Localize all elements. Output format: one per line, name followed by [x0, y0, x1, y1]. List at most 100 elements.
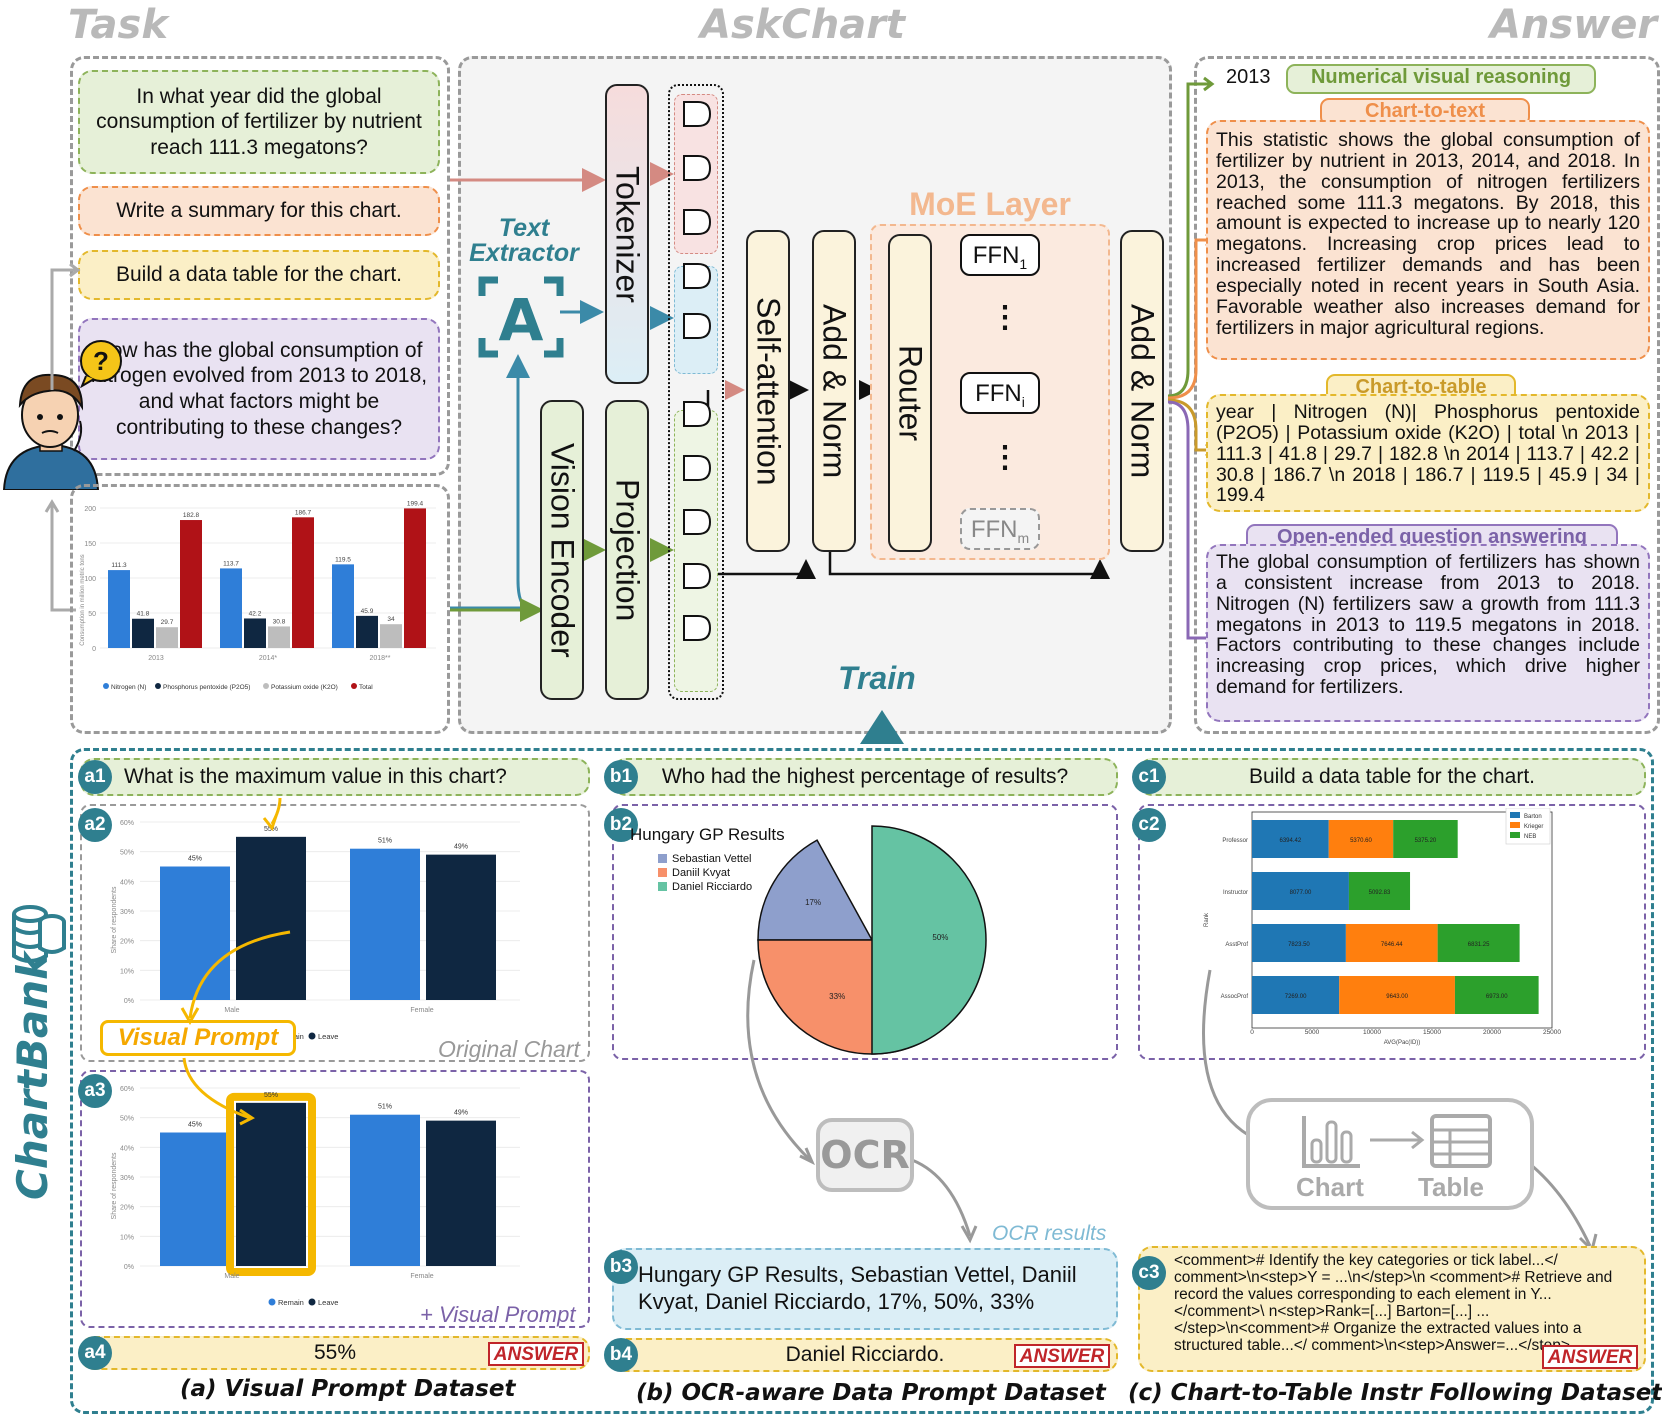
- hbar-frame: [1251, 811, 1553, 1029]
- pie-legend-0: Sebastian Vettel: [672, 853, 752, 865]
- a2-original-chart-panel: [80, 804, 590, 1062]
- a2-chart-xtick-0: Male: [224, 1007, 239, 1014]
- c2-badge: c2: [1132, 808, 1166, 842]
- token-5: [683, 401, 712, 427]
- task-chart-legend-dot-3: [351, 683, 357, 689]
- pie-legend-1: Daniil Kvyat: [672, 867, 730, 879]
- task-chart-value-0-0: 111.3: [111, 562, 127, 569]
- hbar-value-3-1: 9643.00: [1386, 994, 1408, 1000]
- a3-chart-value-1-1: 49%: [454, 1110, 468, 1117]
- pie-legend-2: Daniel Ricciardo: [672, 881, 752, 893]
- svg-text:A: A: [499, 286, 544, 354]
- numerical-visual-reasoning-label: Numerical visual reasoning: [1286, 64, 1596, 94]
- task-chart-bar-2-2: [380, 624, 402, 648]
- a3-chart-ytick-1: 10%: [120, 1234, 134, 1241]
- a2-chart-xtick-1: Female: [410, 1007, 433, 1014]
- b3-ocr-results: Hungary GP Results, Sebastian Vettel, Da…: [612, 1248, 1118, 1330]
- a4-answer: 55%: [80, 1336, 590, 1370]
- plus-visual-prompt-label: + Visual Prompt: [420, 1302, 576, 1327]
- task-chart-bar-1-3: [292, 517, 314, 648]
- token-column: [668, 84, 724, 700]
- hbar-value-3-0: 7269.00: [1285, 994, 1307, 1000]
- hbar-bar-0-2: [1393, 820, 1458, 858]
- task-chart-legend-0: Nitrogen (N): [111, 684, 146, 691]
- hbar-value-2-0: 7823.50: [1288, 942, 1310, 948]
- a2-chart-ytick-3: 30%: [120, 909, 134, 916]
- b4-answer-tag: ANSWER: [1014, 1344, 1110, 1368]
- a3-visual-prompt-chart-panel: [80, 1070, 590, 1328]
- hbar-bar-0-1: [1328, 820, 1394, 858]
- router-block: Router: [888, 234, 932, 552]
- hbar-bar-2-1: [1345, 924, 1438, 962]
- hbar-xtick-5: 25000: [1543, 1029, 1561, 1036]
- a2-chart-bar-1-0: [350, 848, 420, 1000]
- task-chart-bar-0-0: [108, 570, 130, 648]
- a3-chart-xtick-0: Male: [224, 1273, 239, 1280]
- pie-legend-swatch-0: [658, 854, 667, 863]
- hbar-bar-2-2: [1437, 924, 1520, 962]
- projection-block: Projection: [605, 400, 649, 700]
- b1-badge: b1: [604, 760, 638, 794]
- chart-word: Chart: [1296, 1172, 1364, 1202]
- router-label: Router: [892, 344, 929, 442]
- a2-chart-ytick-2: 20%: [120, 939, 134, 946]
- a4-badge: a4: [78, 1336, 112, 1370]
- task-chart-value-0-1: 41.8: [137, 611, 150, 618]
- chartbank-title: ChartBank: [8, 951, 57, 1200]
- hbar-bar-3-1: [1339, 976, 1455, 1014]
- a3-chart-legend-1: Leave: [318, 1298, 338, 1307]
- a3-chart-bar-0-1: [236, 1102, 306, 1266]
- survey-bar-chart-original: Share of respondents0%10%20%30%40%50%60%…: [111, 820, 520, 1041]
- hbar-xtick-0: 0: [1250, 1029, 1254, 1036]
- hbar-xlabel: AVG(Pac(ID)): [1384, 1040, 1421, 1046]
- task-question-open: How has the global consumption of nitrog…: [78, 318, 440, 460]
- fertilizer-bar-chart: Consumption in million metric tons050100…: [80, 500, 436, 691]
- answer-numerical-value: 2013: [1226, 66, 1271, 88]
- user-avatar-icon: [2, 373, 100, 490]
- task-chart-xtick-1: 2014*: [259, 655, 278, 662]
- a3-chart-bar-0-0: [160, 1132, 230, 1266]
- task-chart-ytick-3: 150: [84, 541, 96, 548]
- task-chart-xtick-2: 2018**: [369, 655, 390, 662]
- token-2: [683, 209, 712, 235]
- token-1: [683, 155, 712, 181]
- hbar-ylabel: Rank: [1204, 912, 1210, 927]
- hbar-legend-swatch-2: [1510, 832, 1520, 838]
- open-ended-answer: The global consumption of fertilizers ha…: [1206, 544, 1650, 722]
- hbar-value-1-2: 5092.83: [1369, 890, 1391, 896]
- a3-chart-ytick-0: 0%: [124, 1264, 134, 1271]
- task-chart-ytick-2: 100: [84, 576, 96, 583]
- hbar-ytick-0: Professor: [1222, 838, 1248, 844]
- a3-chart-bar-1-0: [350, 1114, 420, 1266]
- a2-chart-legend-dot-1: [308, 1032, 316, 1040]
- a1-question: What is the maximum value in this chart?: [80, 758, 590, 796]
- text-extractor-icon: A: [478, 276, 564, 358]
- pie-slice-2: [871, 825, 987, 1055]
- a3-chart-ytick-4: 40%: [120, 1145, 134, 1152]
- a3-chart-legend-dot-1: [308, 1298, 316, 1306]
- hbar-xtick-1: 5000: [1305, 1029, 1320, 1036]
- task-chart-bar-2-0: [332, 564, 354, 648]
- a2-chart-bar-0-0: [160, 866, 230, 1000]
- hbar-bar-1-2: [1348, 872, 1411, 910]
- pie-label-0: 17%: [805, 898, 821, 907]
- hbar-ytick-2: AsstProf: [1225, 942, 1248, 948]
- task-chart-ytick-1: 50: [88, 611, 96, 618]
- hbar-legend-swatch-1: [1510, 822, 1520, 828]
- hbar-ytick-1: Instructor: [1223, 890, 1248, 896]
- pie-label-2: 50%: [932, 933, 948, 942]
- hbar-value-0-1: 5370.60: [1350, 838, 1372, 844]
- task-header: Task: [68, 2, 168, 48]
- a3-chart-ylabel: Share of respondents: [111, 1152, 118, 1219]
- ocr-results-label: OCR results: [992, 1222, 1107, 1245]
- answer-header: Answer: [1490, 2, 1658, 48]
- task-chart-value-1-1: 42.2: [249, 610, 262, 617]
- hbar-value-2-2: 6831.25: [1468, 942, 1490, 948]
- task-chart-legend-dot-2: [263, 683, 269, 689]
- pie-title: Hungary GP Results: [630, 825, 785, 844]
- a3-chart-value-1-0: 51%: [378, 1104, 392, 1111]
- text-extractor-label: Text Extractor: [469, 214, 579, 267]
- a3-chart-visual-prompt-box: [226, 1092, 316, 1277]
- a4-answer-tag: ANSWER: [488, 1342, 584, 1366]
- task-chart-ytick-0: 0: [92, 646, 96, 653]
